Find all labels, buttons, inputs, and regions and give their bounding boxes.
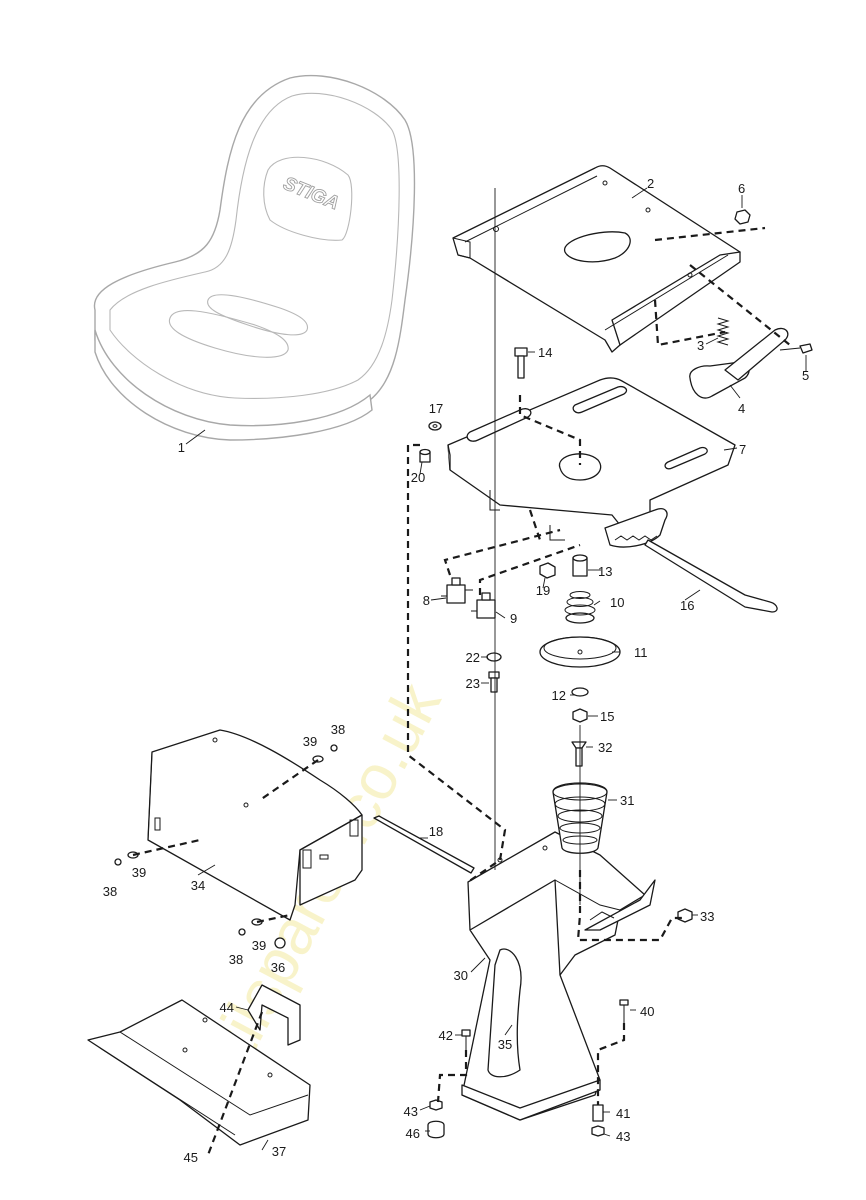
switch-9-part bbox=[471, 592, 496, 619]
label-part-15: 15 bbox=[600, 709, 614, 724]
label-part-2: 2 bbox=[647, 176, 654, 191]
label-part-40: 40 bbox=[640, 1004, 654, 1019]
label-part-20: 20 bbox=[411, 470, 425, 485]
label-part-6: 6 bbox=[738, 181, 745, 196]
label-part-45: 45 bbox=[184, 1150, 198, 1165]
seat-base-plate-part bbox=[447, 377, 736, 548]
label-part-18: 18 bbox=[429, 824, 443, 839]
bracket-44-part bbox=[247, 984, 301, 1046]
label-part-14: 14 bbox=[538, 345, 552, 360]
label-part-43b: 43 bbox=[616, 1129, 630, 1144]
switch-8-part bbox=[441, 577, 473, 604]
label-part-13: 13 bbox=[598, 564, 612, 579]
label-part-38b: 38 bbox=[103, 884, 117, 899]
label-part-11: 11 bbox=[634, 645, 648, 660]
spacer-20-part bbox=[419, 448, 431, 463]
label-part-4: 4 bbox=[738, 401, 745, 416]
release-handle-part bbox=[689, 327, 789, 399]
nut-15-part bbox=[572, 708, 588, 723]
label-part-39c: 39 bbox=[252, 938, 266, 953]
coil-spring-10-part bbox=[564, 591, 596, 624]
bolt-32-part bbox=[571, 741, 587, 767]
label-part-46: 46 bbox=[406, 1126, 420, 1141]
label-part-22: 22 bbox=[466, 650, 480, 665]
label-part-36: 36 bbox=[271, 960, 285, 975]
label-part-41: 41 bbox=[616, 1106, 630, 1121]
label-part-19: 19 bbox=[536, 583, 550, 598]
label-part-32: 32 bbox=[598, 740, 612, 755]
label-part-5: 5 bbox=[802, 368, 809, 383]
bracket-plate-37-part bbox=[87, 999, 311, 1146]
label-part-12: 12 bbox=[552, 688, 566, 703]
disc-11-part bbox=[539, 636, 621, 668]
label-part-44: 44 bbox=[220, 1000, 234, 1015]
label-part-43a: 43 bbox=[404, 1104, 418, 1119]
washer-17-part bbox=[428, 421, 442, 431]
long-bolt-18-part bbox=[373, 815, 475, 874]
label-part-33: 33 bbox=[700, 909, 714, 924]
label-part-9: 9 bbox=[510, 611, 517, 626]
label-part-38a: 38 bbox=[331, 722, 345, 737]
washer-22-part bbox=[486, 652, 502, 662]
label-part-34: 34 bbox=[191, 878, 205, 893]
label-part-8: 8 bbox=[423, 593, 430, 608]
label-part-38c: 38 bbox=[229, 952, 243, 967]
label-part-16: 16 bbox=[680, 598, 694, 613]
top-slide-plate-part bbox=[452, 165, 741, 353]
bolt-23-part bbox=[488, 671, 500, 693]
pedestal-30-part bbox=[461, 831, 656, 1121]
label-part-30: 30 bbox=[454, 968, 468, 983]
label-part-37: 37 bbox=[272, 1144, 286, 1159]
part-labels: 1 2 3 4 5 6 7 8 9 10 11 12 13 14 15 16 1… bbox=[103, 176, 809, 1165]
label-part-35: 35 bbox=[498, 1037, 512, 1052]
bolt-14-part bbox=[514, 347, 528, 379]
label-part-1: 1 bbox=[178, 440, 185, 455]
label-part-42: 42 bbox=[439, 1028, 453, 1043]
label-part-23: 23 bbox=[466, 676, 480, 691]
bushing-13-part bbox=[572, 554, 588, 577]
washer-12-part bbox=[571, 687, 589, 697]
label-part-3: 3 bbox=[697, 338, 704, 353]
label-part-7: 7 bbox=[739, 442, 746, 457]
leader-lines bbox=[185, 187, 807, 1151]
nut-19-part bbox=[539, 562, 556, 579]
nut-6-part bbox=[734, 209, 751, 225]
label-part-39b: 39 bbox=[132, 865, 146, 880]
label-part-10: 10 bbox=[610, 595, 624, 610]
label-part-17: 17 bbox=[429, 401, 443, 416]
seat-part: STIGA bbox=[93, 74, 416, 441]
label-part-39a: 39 bbox=[303, 734, 317, 749]
label-part-31: 31 bbox=[620, 793, 634, 808]
bolt-5-part bbox=[779, 343, 813, 354]
assembly-lines bbox=[132, 188, 791, 1156]
adjustment-rod-part bbox=[644, 539, 778, 613]
cover-34-part bbox=[147, 729, 363, 921]
